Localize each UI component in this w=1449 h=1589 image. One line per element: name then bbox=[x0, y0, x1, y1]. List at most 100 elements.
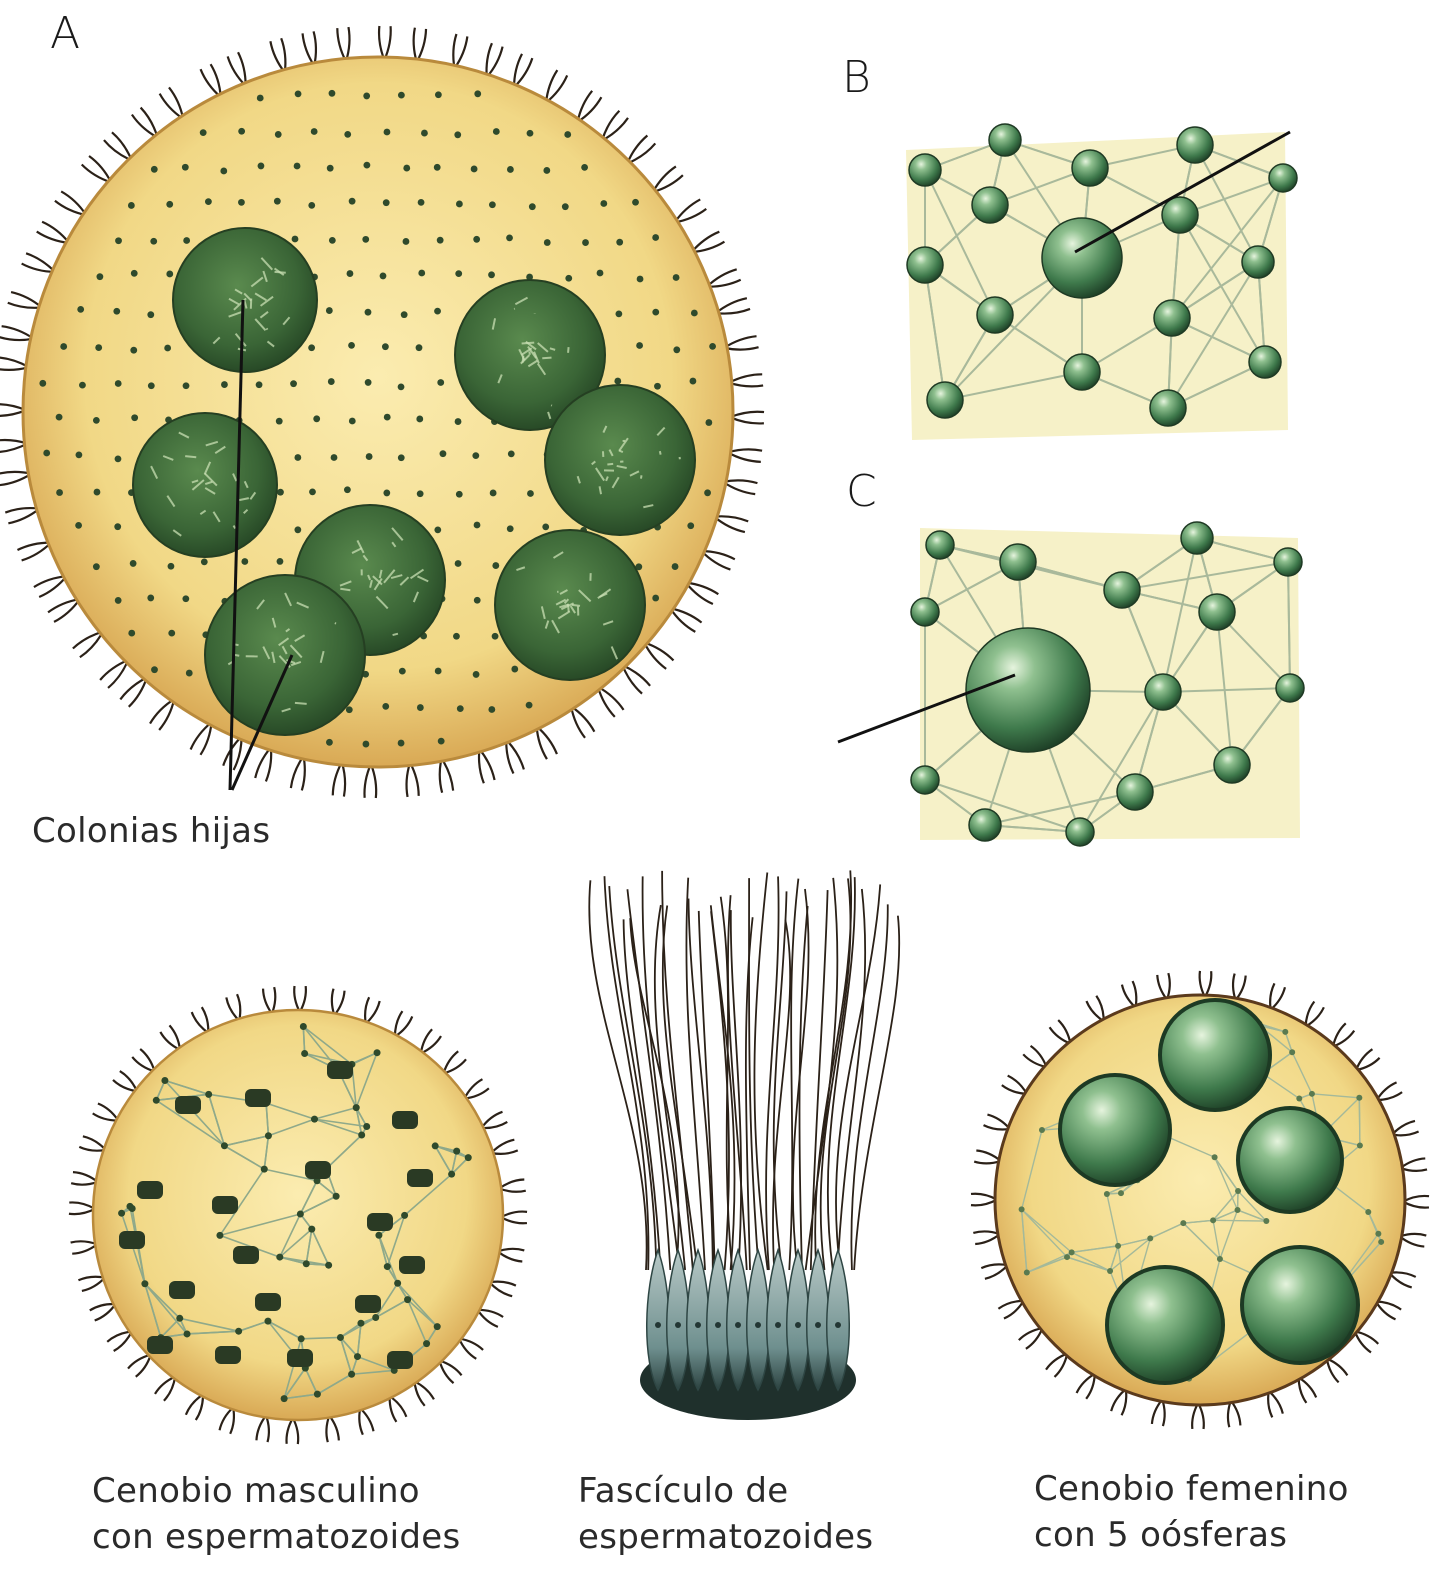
somatic-cell bbox=[176, 1315, 183, 1322]
somatic-cell bbox=[153, 1097, 160, 1104]
daughter-colony-texture bbox=[393, 634, 398, 635]
female-coenobium-caption: Cenobio femenino con 5 oósferas bbox=[1034, 1466, 1349, 1558]
sperm-cell bbox=[767, 1250, 790, 1390]
somatic-cell bbox=[301, 1050, 308, 1057]
flagellum bbox=[501, 1212, 527, 1218]
cell bbox=[909, 154, 941, 186]
somatic-cell bbox=[290, 380, 297, 387]
somatic-cell bbox=[161, 1077, 168, 1084]
somatic-cell bbox=[147, 595, 154, 602]
somatic-cell bbox=[398, 454, 405, 461]
flagellum bbox=[1400, 1168, 1427, 1171]
somatic-cell bbox=[326, 739, 333, 746]
flagellum bbox=[256, 1415, 266, 1440]
somatic-cell bbox=[151, 666, 158, 673]
sperm-cell bbox=[827, 1250, 850, 1390]
daughter-colony-texture bbox=[568, 347, 569, 353]
somatic-cell bbox=[652, 234, 659, 241]
somatic-cell bbox=[238, 199, 245, 206]
flagellum bbox=[971, 1200, 997, 1206]
flagellum bbox=[294, 986, 300, 1012]
somatic-cell bbox=[363, 93, 370, 100]
flagellum bbox=[333, 762, 342, 795]
flagellum bbox=[82, 1278, 105, 1291]
somatic-cell bbox=[357, 1320, 364, 1327]
somatic-cell bbox=[1210, 1217, 1216, 1223]
somatic-cell bbox=[432, 1142, 439, 1149]
somatic-cell bbox=[401, 311, 408, 318]
cell bbox=[1154, 300, 1190, 336]
somatic-cell bbox=[616, 239, 623, 246]
flagellum bbox=[723, 482, 755, 494]
flagellum bbox=[728, 452, 761, 461]
somatic-cell bbox=[56, 414, 63, 421]
somatic-cell bbox=[349, 198, 356, 205]
flagellum bbox=[300, 986, 306, 1012]
somatic-cell bbox=[421, 130, 428, 137]
cell bbox=[911, 598, 939, 626]
somatic-cell bbox=[704, 489, 711, 496]
somatic-cell bbox=[438, 738, 445, 745]
somatic-cell bbox=[417, 490, 424, 497]
flagellum bbox=[976, 1151, 1000, 1161]
somatic-cell bbox=[374, 1049, 381, 1056]
daughter-colony-body bbox=[133, 413, 277, 557]
bundle-caption-line-2: espermatozoides bbox=[578, 1514, 873, 1560]
cell bbox=[1150, 390, 1186, 426]
somatic-cell bbox=[1263, 1218, 1269, 1224]
daughter-colony bbox=[133, 413, 277, 557]
sperm-flagellum bbox=[836, 884, 880, 1270]
cell bbox=[1199, 594, 1235, 630]
somatic-cell bbox=[384, 414, 391, 421]
somatic-cell bbox=[150, 238, 157, 245]
somatic-cell bbox=[416, 416, 423, 423]
somatic-cell bbox=[418, 270, 425, 277]
daughter-colony-body bbox=[545, 385, 695, 535]
somatic-cell bbox=[637, 276, 644, 283]
somatic-cell bbox=[654, 383, 661, 390]
cell bbox=[1066, 818, 1094, 846]
flagellum bbox=[730, 417, 764, 423]
somatic-cell bbox=[168, 563, 175, 570]
somatic-cell bbox=[115, 380, 122, 387]
somatic-cell bbox=[329, 237, 336, 244]
somatic-cell bbox=[434, 308, 441, 315]
flagellum bbox=[237, 994, 240, 1021]
somatic-cell bbox=[473, 236, 480, 243]
somatic-cell bbox=[75, 451, 82, 458]
flagellum bbox=[971, 1194, 997, 1200]
somatic-cell bbox=[151, 166, 158, 173]
somatic-cell bbox=[166, 201, 173, 208]
flagellum bbox=[1400, 1234, 1427, 1237]
flagellum bbox=[728, 449, 762, 452]
somatic-cell bbox=[1118, 1190, 1124, 1196]
flagellum bbox=[266, 1415, 269, 1442]
sperm-packet bbox=[147, 1336, 173, 1354]
sperm-cell bbox=[687, 1250, 710, 1390]
daughter-colony-texture bbox=[641, 475, 642, 478]
somatic-cell bbox=[474, 522, 481, 529]
somatic-cell bbox=[529, 203, 536, 210]
somatic-cell bbox=[220, 168, 227, 175]
somatic-cell bbox=[382, 343, 389, 350]
somatic-cell bbox=[398, 740, 405, 747]
flagellum bbox=[366, 1001, 380, 1024]
sperm-cell-nucleus bbox=[795, 1322, 801, 1328]
flagellum bbox=[0, 474, 31, 485]
cell bbox=[926, 531, 954, 559]
somatic-cell bbox=[434, 526, 441, 533]
sperm-bundle-caption: Fascículo de espermatozoides bbox=[578, 1468, 873, 1560]
sperm-cell-nucleus bbox=[735, 1322, 741, 1328]
flagellum bbox=[1228, 1401, 1231, 1428]
male-coenobium bbox=[69, 986, 527, 1444]
flagellum bbox=[1205, 971, 1211, 997]
somatic-cell bbox=[544, 239, 551, 246]
sperm-flagellum bbox=[589, 880, 646, 1270]
somatic-cell bbox=[457, 705, 464, 712]
sperm-cell-nucleus bbox=[815, 1322, 821, 1328]
somatic-cell bbox=[375, 1232, 382, 1239]
sperm-bundle-flagella bbox=[589, 870, 899, 1270]
sperm-cell-nucleus bbox=[835, 1322, 841, 1328]
daughter-colony bbox=[545, 385, 695, 535]
somatic-cell bbox=[113, 308, 120, 315]
